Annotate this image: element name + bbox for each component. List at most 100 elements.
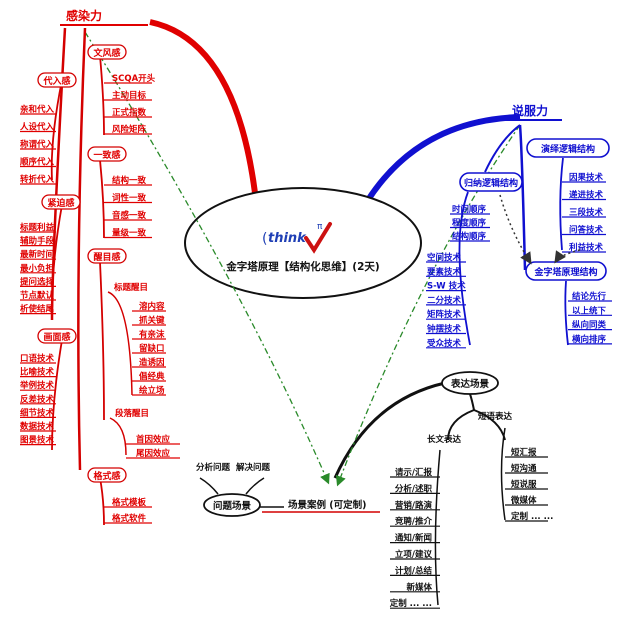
leaf-item[interactable]: 通知/新闻 [395, 533, 432, 544]
leaf-item[interactable]: 尾因效应 [135, 448, 171, 459]
leaf-item[interactable]: 倡经典 [138, 371, 165, 382]
leaf-item[interactable]: 人设代入 [20, 122, 55, 133]
leaf-item[interactable]: 矩阵技术 [426, 309, 462, 320]
leaf-item[interactable]: 空间技术 [427, 252, 462, 263]
deductive-label: 演绎逻辑结构 [541, 143, 595, 155]
center-title: 金字塔原理【结构化思维】(2天) [225, 260, 379, 273]
leaf-item[interactable]: 首因效应 [136, 434, 171, 445]
logo-open-paren: ( [262, 231, 267, 247]
leaf-item[interactable]: 结构一致 [112, 175, 147, 186]
leaf-item[interactable]: 最小负担 [20, 263, 55, 274]
leaf-item[interactable]: 解决问题 [236, 462, 271, 473]
leaf-item[interactable]: 绘立场 [139, 385, 165, 396]
leaf-item[interactable]: 主动目标 [112, 90, 147, 101]
leaf-item[interactable]: 音感一致 [112, 210, 147, 221]
left-spine-b [77, 27, 87, 471]
leaf-item[interactable]: 辅助手段 [20, 236, 55, 247]
leaf-item[interactable]: 亲和代入 [20, 104, 55, 115]
leaf-item[interactable]: 析使结尾 [20, 304, 55, 315]
leaf-item[interactable]: 反差技术 [20, 394, 55, 405]
leaf-item[interactable]: 口语技术 [20, 353, 55, 364]
leaf-item[interactable]: 词性一致 [112, 193, 147, 204]
leaf-item[interactable]: 风险矩阵 [112, 124, 147, 135]
leaf-item[interactable]: 竞聘/推介 [394, 516, 433, 527]
leaf-item[interactable]: 正式指数 [112, 107, 147, 118]
leaf-item[interactable]: 抓关键 [139, 315, 165, 326]
leaf-item[interactable]: 定制 ... ... [389, 598, 432, 609]
yizhi-node[interactable] [87, 146, 127, 162]
logo-pi: π [317, 222, 323, 232]
problem-node[interactable] [203, 493, 261, 517]
expression-to-long [447, 409, 475, 441]
leaf-item[interactable]: 短说服 [511, 479, 537, 490]
deductive-node[interactable] [526, 138, 610, 158]
leaf-item[interactable]: 节点默认 [20, 290, 55, 301]
leaf-item[interactable]: 细节技术 [20, 407, 55, 418]
leaf-item[interactable]: 请示/汇报 [395, 467, 433, 478]
dotted-arrow-inductive-pyramid [499, 194, 532, 265]
leaf-item[interactable]: 递进技术 [569, 190, 604, 201]
leaf-item[interactable]: 数据技术 [20, 421, 55, 432]
leaf-item[interactable]: 钟摆技术 [427, 324, 462, 335]
leaf-item[interactable]: 微媒体 [510, 495, 537, 506]
dairu-node[interactable] [37, 72, 77, 88]
leaf-item[interactable]: 定制 ... ... [510, 511, 553, 522]
leaf-item[interactable]: 二分技术 [427, 295, 462, 306]
leaf-item[interactable]: 有亲沫 [139, 329, 165, 340]
leaf-item[interactable]: 以上统下 [572, 305, 607, 316]
leaf-item[interactable]: 时间顺序 [452, 204, 487, 215]
leaf-item[interactable]: 举例技术 [19, 380, 55, 391]
leaf-item[interactable]: 标题利益 [19, 222, 55, 233]
leaf-item[interactable]: 问答技术 [569, 225, 604, 236]
leaf-item[interactable]: 三段技术 [569, 207, 604, 218]
leaf-item[interactable]: 称谓代入 [20, 139, 55, 150]
leaf-item[interactable]: 结论先行 [572, 291, 607, 302]
leaf-item[interactable]: 造诱因 [139, 357, 165, 368]
leaf-item[interactable]: SCQA开头 [112, 73, 156, 84]
leaf-item[interactable]: 短汇报 [511, 447, 537, 458]
leaf-item[interactable]: 比喻技术 [20, 367, 55, 378]
inductive-node[interactable] [459, 172, 523, 192]
leaf-item[interactable]: 要素技术 [427, 266, 462, 277]
leaf-item[interactable]: 立项/建议 [395, 549, 433, 560]
leaf-item[interactable]: 横向排序 [571, 334, 607, 345]
xingmu-node[interactable] [87, 248, 127, 264]
leaf-item[interactable]: 分析问题 [196, 462, 231, 473]
logo-text: think [268, 231, 307, 246]
leaf-item[interactable]: 留缺口 [139, 343, 165, 354]
xingmu-connector [99, 261, 105, 421]
leaf-item[interactable]: 因果技术 [569, 172, 604, 183]
huamian-node[interactable] [37, 328, 77, 344]
leaf-item[interactable]: S-W 技术 [427, 281, 466, 292]
leaf-item[interactable]: 提问选择 [20, 276, 55, 287]
jinpo-node[interactable] [41, 194, 81, 210]
right-spine [518, 124, 527, 271]
wenfeng-node[interactable] [87, 44, 127, 60]
leaf-item[interactable]: 图景技术 [20, 435, 55, 446]
leaf-item[interactable]: 计划/总结 [395, 565, 433, 576]
leaf-item[interactable]: 程度顺序 [452, 218, 487, 229]
leaf-item[interactable]: 短沟通 [511, 463, 537, 474]
leaf-item[interactable]: 受众技术 [427, 338, 462, 349]
leaf-item[interactable]: 营销/路演 [395, 500, 433, 511]
leaf-item[interactable]: 顺序代入 [20, 157, 55, 168]
xingmu-title-connector [107, 291, 133, 396]
leaf-item[interactable]: 新媒体 [406, 582, 432, 593]
branch-to-persuasion [365, 114, 521, 202]
geshi-node[interactable] [87, 467, 127, 483]
leaf-item[interactable]: 分析/述职 [395, 483, 433, 494]
leaf-item[interactable]: 溶内容 [139, 301, 165, 312]
leaf-item[interactable]: 格式软件 [112, 513, 147, 524]
leaf-item[interactable]: 量级一致 [112, 228, 147, 239]
leaf-item[interactable]: 格式模板 [112, 497, 147, 508]
pyramid-node[interactable] [525, 261, 607, 281]
short-connector [500, 427, 506, 521]
leaf-item[interactable]: 转折代入 [20, 174, 55, 185]
leaf-item[interactable]: 利益技术 [568, 242, 604, 253]
leaf-item[interactable]: 最新时间 [20, 249, 54, 260]
leaf-item[interactable]: 结构顺序 [452, 231, 487, 242]
leaf-item[interactable]: 纵向同类 [572, 320, 607, 331]
